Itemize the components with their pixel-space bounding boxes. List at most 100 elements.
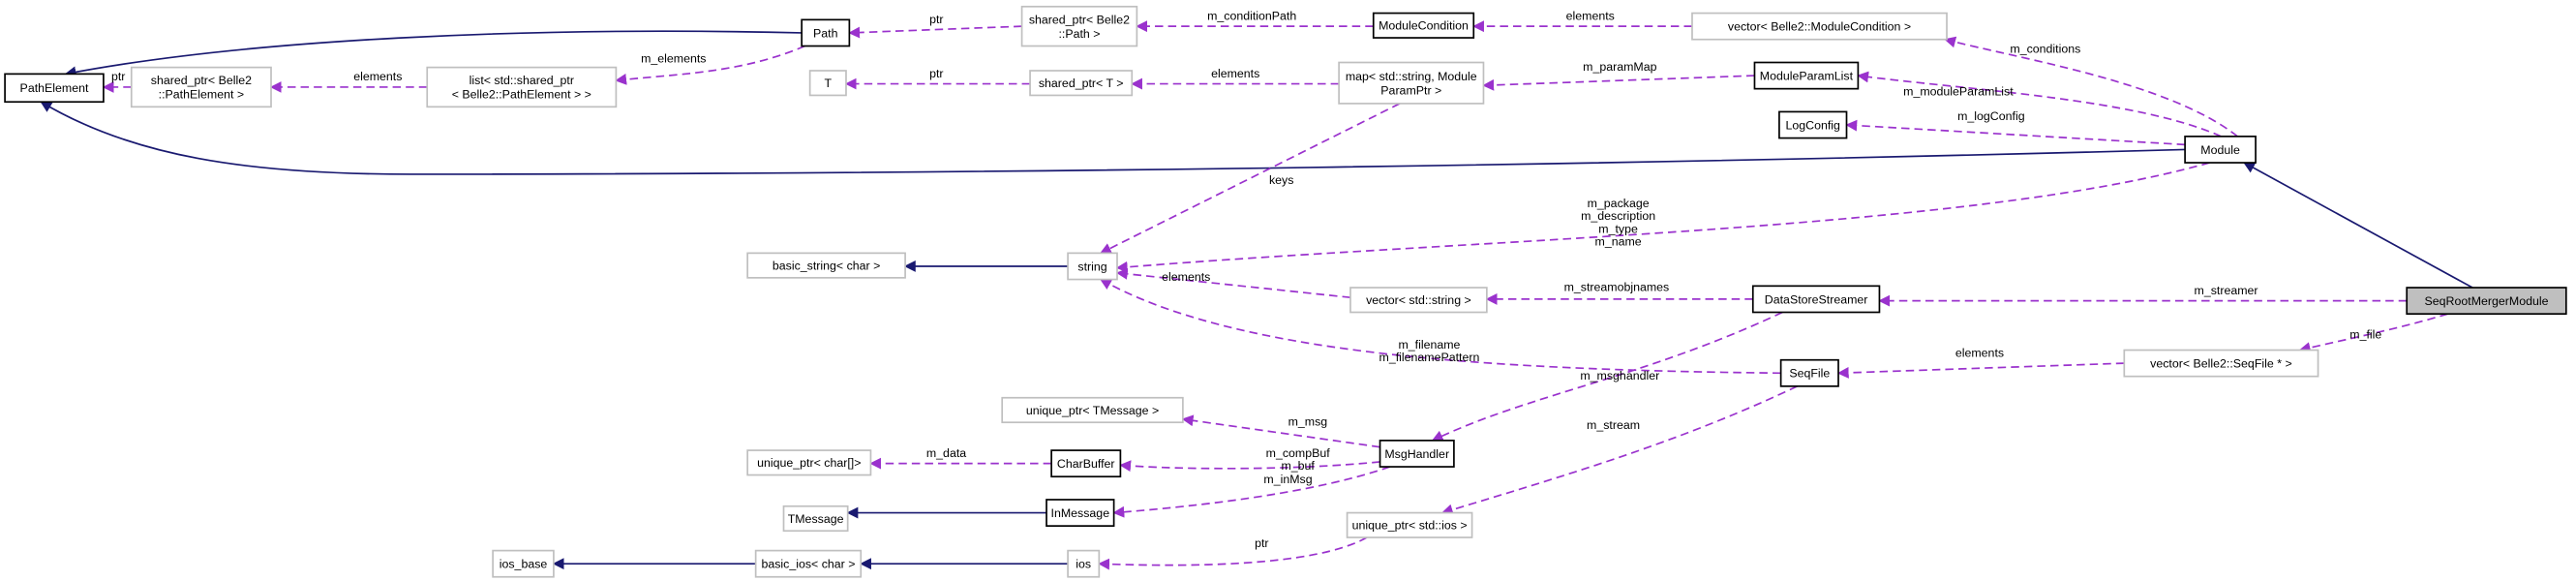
edge-label: m_name [1595,235,1642,249]
edge-line [1431,311,1783,442]
node-box [1778,110,1848,139]
class-node-up_ios: unique_ptr< std::ios > [1346,511,1473,538]
node-label: TMessage [788,512,844,526]
edge-label: m_compBuf [1266,446,1331,460]
node-label: ios_base [500,558,548,571]
class-node-LogConfig[interactable]: LogConfig [1778,110,1848,139]
node-box [746,449,872,476]
edge-label: m_inMsg [1263,473,1312,486]
edge-label: m_conditionPath [1207,9,1296,22]
edge-line [1115,267,1351,299]
edge-label: m_elements [641,51,706,65]
class-node-basic_string: basic_string< char > [746,252,906,279]
class-node-up_TMessage: unique_ptr< TMessage > [1001,396,1184,424]
edge-label: elements [1955,346,2004,359]
class-node-ModuleParamList[interactable]: ModuleParamList [1753,61,1860,90]
edge-line [2298,313,2448,353]
edge-usage-up_ios-to-ios: ptr [1098,536,1368,570]
class-node-SeqFile[interactable]: SeqFile [1779,358,1839,387]
node-label: ParamPtr > [1380,83,1441,97]
node-box [1020,5,1138,47]
node-label: SeqRootMergerModule [2425,294,2549,308]
node-label: ios [1076,558,1091,571]
edge-label: ptr [111,70,125,83]
edge-label: m_stream [1587,418,1640,432]
node-label: DataStoreStreamer [1765,292,1868,306]
edge-usage-Module-to-vec_ModuleCondition: m_conditions [1944,36,2238,138]
node-box [782,505,849,533]
edge-usage-Module-to-LogConfig: m_logConfig [1845,109,2186,146]
class-node-MsgHandler[interactable]: MsgHandler [1379,440,1455,468]
node-label: ::PathElement > [159,88,244,102]
class-node-Module[interactable]: Module [2184,136,2257,164]
node-label: vector< std::string > [1366,293,1471,307]
edge-label: m_msg [1288,415,1328,429]
node-box [1338,61,1485,105]
edge-usage-MsgHandler-to-InMessage: m_inMsg [1112,466,1390,518]
edge-usage-CharBuffer-to-up_char: m_data [869,446,1052,470]
edge-label: m_description [1581,209,1655,223]
node-label: < Belle2::PathElement > > [452,88,591,102]
node-box [1046,499,1115,527]
edge-usage-sp_Path-to-Path: ptr [848,13,1022,39]
edge-label: m_logConfig [1957,109,2025,123]
edge-label: m_data [926,446,966,460]
class-node-sp_T: shared_ptr< T > [1029,70,1134,97]
edge-usage-MsgHandler-to-up_TMessage: m_msg [1181,414,1380,448]
class-node-SeqRootMergerModule[interactable]: SeqRootMergerModule [2406,287,2567,316]
edge-label: ptr [1255,536,1268,550]
edge-label: m_streamobjnames [1564,280,1670,293]
node-label: MsgHandler [1384,447,1449,461]
edge-usage-sp_PathElement-to-PathElement: ptr [102,70,132,93]
class-node-CharBuffer[interactable]: CharBuffer [1050,449,1122,478]
node-label: basic_ios< char > [761,558,855,571]
node-box [1779,358,1839,387]
edge-usage-SeqRootMergerModule-to-DataStoreStreamer: m_streamer [1878,284,2408,307]
node-label: map< std::string, Module [1346,70,1477,83]
node-box [1372,12,1475,39]
edge-label: m_buf [1281,459,1315,473]
node-label: vector< Belle2::ModuleCondition > [1728,20,1911,34]
edge-label: m_msghandler [1580,369,1659,382]
node-label: CharBuffer [1057,457,1115,471]
class-node-PathElement[interactable]: PathElement [4,73,105,104]
node-label: shared_ptr< Belle2 [1029,13,1130,26]
edge-line [1440,385,1798,516]
node-box [754,549,863,578]
edge-usage-DataStoreStreamer-to-MsgHandler: m_msghandler [1431,311,1783,442]
edge-line [848,25,1022,39]
class-node-ios_base: ios_base [492,549,555,578]
node-label: PathElement [20,81,89,95]
edge-usage-vec_string-to-string: elements [1115,267,1351,299]
edge-label: m_streamer [2195,284,2258,297]
node-label: list< std::shared_ptr [470,74,574,87]
edge-usage-Path-to-list_sp: m_elements [615,45,805,85]
node-label: ModuleParamList [1760,69,1854,82]
edge-line [1181,414,1380,448]
class-node-basic_ios: basic_ios< char > [754,549,863,578]
node-label: basic_string< char > [773,260,880,273]
node-box [1067,549,1101,578]
node-label: unique_ptr< TMessage > [1026,404,1159,417]
edge-label: m_filenamePattern [1379,351,1480,364]
class-node-DataStoreStreamer[interactable]: DataStoreStreamer [1751,285,1881,314]
edge-label: m_filename [1398,338,1460,352]
edge-usage-vec_ModuleCondition-to-ModuleCondition: elements [1472,9,1692,33]
node-box [1346,511,1473,538]
class-node-ModuleCondition[interactable]: ModuleCondition [1372,12,1475,39]
class-node-TMessage: TMessage [782,505,849,533]
node-box [1751,285,1881,314]
node-label: T [825,76,833,90]
node-box [4,73,105,104]
edge-line [40,101,2186,175]
node-label: shared_ptr< Belle2 [151,74,252,87]
node-label: Module [2200,143,2240,157]
class-node-InMessage[interactable]: InMessage [1046,499,1115,527]
class-node-Path[interactable]: Path [801,18,851,47]
node-label: unique_ptr< std::ios > [1352,519,1468,533]
edge-label: elements [1211,67,1259,80]
edge-label: m_package [1588,197,1650,210]
edge-label: m_paramMap [1583,60,1656,74]
